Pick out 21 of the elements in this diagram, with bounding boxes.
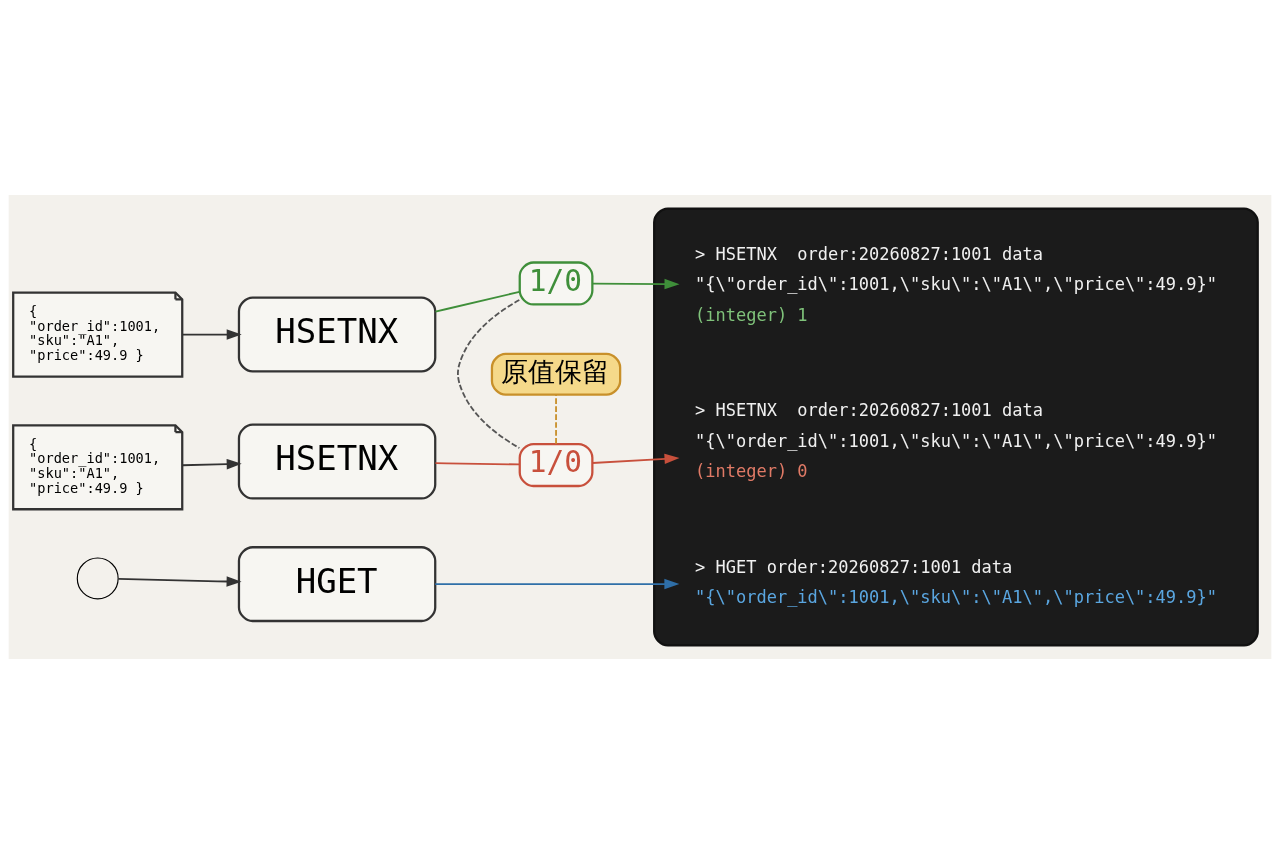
connector: [457, 298, 521, 449]
node-text: > HSETNX order:20260827:1001 data "{\"order_id\":1001,\"sku\":\"A1\",\"price\":49.9}" (integer) 1: [695, 243, 1218, 325]
node-text: > HSETNX order:20260827:1001 data "{\"order_id\":1001,\"sku\":\"A1\",\"price\":49.9}" (integer) 0: [695, 399, 1218, 481]
arrow: [117, 575, 242, 587]
node-box: HGET: [237, 545, 437, 622]
node-box: 原值保留: [490, 352, 622, 396]
node-box: HSETNX: [237, 296, 437, 373]
arrow: [591, 453, 680, 464]
node-box: 1/0: [518, 442, 594, 487]
connector: [434, 290, 521, 313]
arrow: [591, 278, 680, 289]
arrow: [434, 578, 680, 589]
arrow: [181, 458, 242, 469]
connector: [434, 461, 521, 465]
node-text: > HGET order:20260827:1001 data "{\"order_id\":1001,\"sku\":\"A1\",\"price\":49.9}": [695, 556, 1218, 607]
cluster: [653, 206, 1259, 647]
node-box: 1/0: [518, 260, 594, 306]
arrow: [181, 328, 242, 340]
node-box: HSETNX: [237, 423, 437, 500]
connector: [555, 393, 557, 445]
node-circle: [76, 556, 119, 599]
